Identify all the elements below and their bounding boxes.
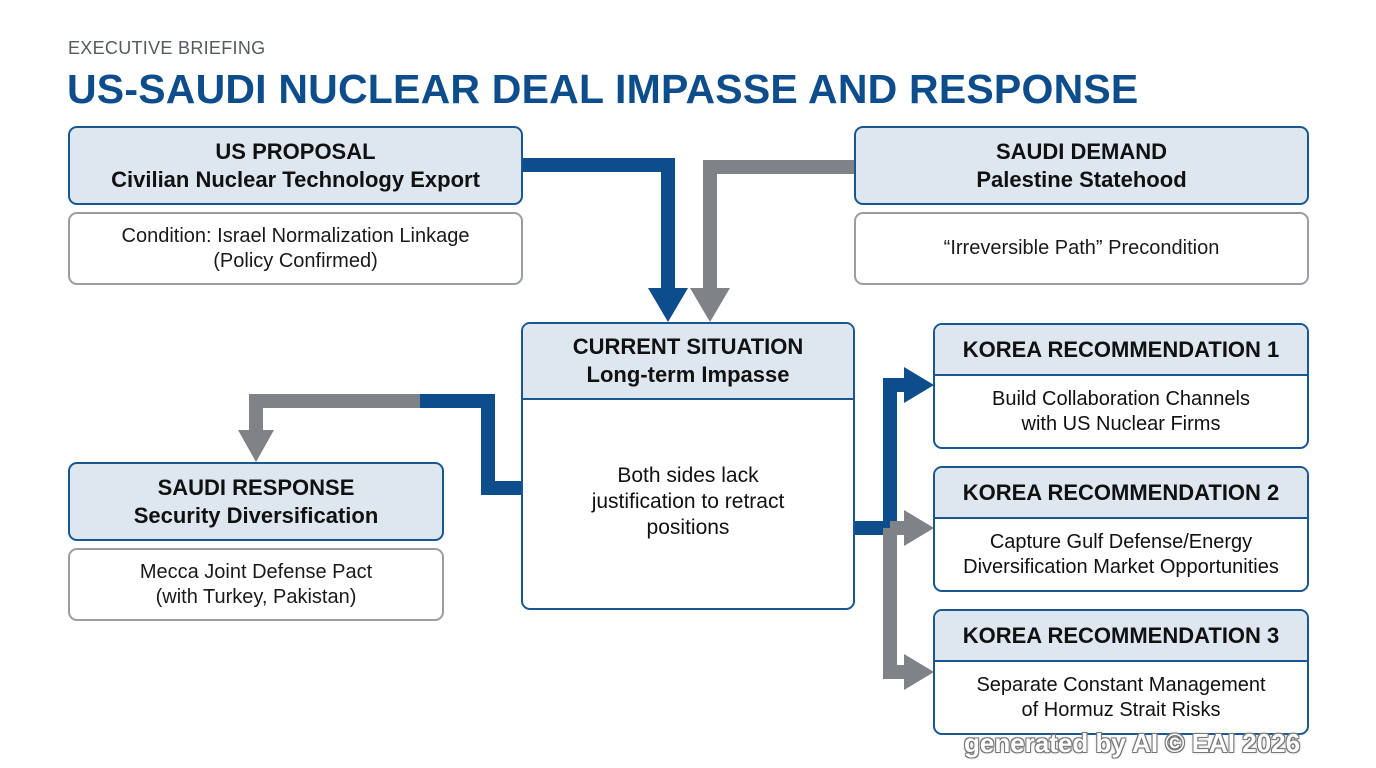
us-proposal-subtitle: Civilian Nuclear Technology Export bbox=[111, 166, 480, 192]
recommendation-1-text-2: with US Nuclear Firms bbox=[1021, 412, 1221, 435]
korea-recommendation-2: KOREA RECOMMENDATION 2 Capture Gulf Defe… bbox=[933, 466, 1309, 592]
saudi-demand-title: SAUDI DEMAND bbox=[995, 138, 1168, 164]
recommendation-1-title: KOREA RECOMMENDATION 1 bbox=[935, 325, 1307, 376]
current-situation-body: Both sides lack justification to retract… bbox=[523, 400, 853, 604]
us-proposal-box: US PROPOSAL Civilian Nuclear Technology … bbox=[68, 126, 523, 205]
saudi-pact-text: Mecca Joint Defense Pact bbox=[139, 560, 373, 583]
saudi-response-detail: Mecca Joint Defense Pact (with Turkey, P… bbox=[68, 548, 444, 621]
saudi-pact-members: (with Turkey, Pakistan) bbox=[155, 585, 357, 608]
recommendation-3-body: Separate Constant Management of Hormuz S… bbox=[935, 662, 1307, 733]
recommendation-1-text-1: Build Collaboration Channels bbox=[992, 387, 1250, 410]
recommendation-2-text-1: Capture Gulf Defense/Energy bbox=[989, 530, 1253, 553]
saudi-response-title: SAUDI RESPONSE bbox=[157, 474, 355, 500]
arrow-situation-to-response-gray bbox=[249, 394, 420, 432]
current-situation-subtitle: Long-term Impasse bbox=[586, 362, 790, 387]
saudi-response-box: SAUDI RESPONSE Security Diversification bbox=[68, 462, 444, 541]
saudi-precondition-text: “Irreversible Path” Precondition bbox=[943, 237, 1220, 259]
recommendation-3-text-1: Separate Constant Management bbox=[976, 673, 1266, 696]
recommendation-2-title: KOREA RECOMMENDATION 2 bbox=[935, 468, 1307, 519]
recommendation-2-body: Capture Gulf Defense/Energy Diversificat… bbox=[935, 519, 1307, 590]
arrow-saudi-to-situation bbox=[703, 160, 855, 290]
recommendation-2-text-2: Diversification Market Opportunities bbox=[963, 555, 1279, 578]
arrowhead-rec2 bbox=[904, 510, 934, 546]
current-situation-title: CURRENT SITUATION bbox=[572, 334, 804, 359]
recommendation-3-title: KOREA RECOMMENDATION 3 bbox=[935, 611, 1307, 662]
arrow-to-rec1 bbox=[855, 378, 906, 535]
recommendation-1-body: Build Collaboration Channels with US Nuc… bbox=[935, 376, 1307, 447]
arrowhead-rec3 bbox=[904, 654, 934, 690]
us-condition-note: (Policy Confirmed) bbox=[213, 249, 378, 272]
current-situation-text-2: justification to retract bbox=[591, 490, 785, 513]
saudi-demand-box: SAUDI DEMAND Palestine Statehood bbox=[854, 126, 1309, 205]
arrow-us-to-situation bbox=[522, 158, 675, 290]
saudi-demand-subtitle: Palestine Statehood bbox=[976, 166, 1187, 192]
current-situation-text-3: positions bbox=[646, 516, 730, 539]
current-situation-header: CURRENT SITUATION Long-term Impasse bbox=[523, 324, 853, 400]
arrowhead-rec1 bbox=[904, 367, 934, 403]
watermark: generated by AI © EAI 2026 bbox=[964, 728, 1301, 758]
recommendation-3-text-2: of Hormuz Strait Risks bbox=[1021, 698, 1221, 721]
us-condition-text: Condition: Israel Normalization Linkage bbox=[121, 224, 470, 247]
us-proposal-detail: Condition: Israel Normalization Linkage … bbox=[68, 212, 523, 285]
us-proposal-title: US PROPOSAL bbox=[215, 138, 376, 164]
arrowhead-us-to-situation bbox=[648, 288, 688, 322]
arrowhead-saudi-to-situation bbox=[690, 288, 730, 322]
kicker: EXECUTIVE BRIEFING bbox=[68, 38, 266, 58]
page-title: US-SAUDI NUCLEAR DEAL IMPASSE AND RESPON… bbox=[67, 66, 1139, 112]
korea-recommendation-1: KOREA RECOMMENDATION 1 Build Collaborati… bbox=[933, 323, 1309, 449]
current-situation-card: CURRENT SITUATION Long-term Impasse Both… bbox=[521, 322, 855, 610]
arrow-situation-to-response-blue bbox=[420, 394, 522, 495]
current-situation-text-1: Both sides lack bbox=[617, 464, 759, 487]
arrow-to-rec3 bbox=[883, 528, 906, 679]
korea-recommendation-3: KOREA RECOMMENDATION 3 Separate Constant… bbox=[933, 609, 1309, 735]
saudi-demand-detail: “Irreversible Path” Precondition bbox=[854, 212, 1309, 285]
saudi-response-subtitle: Security Diversification bbox=[133, 502, 379, 528]
arrowhead-situation-to-response bbox=[238, 430, 274, 462]
